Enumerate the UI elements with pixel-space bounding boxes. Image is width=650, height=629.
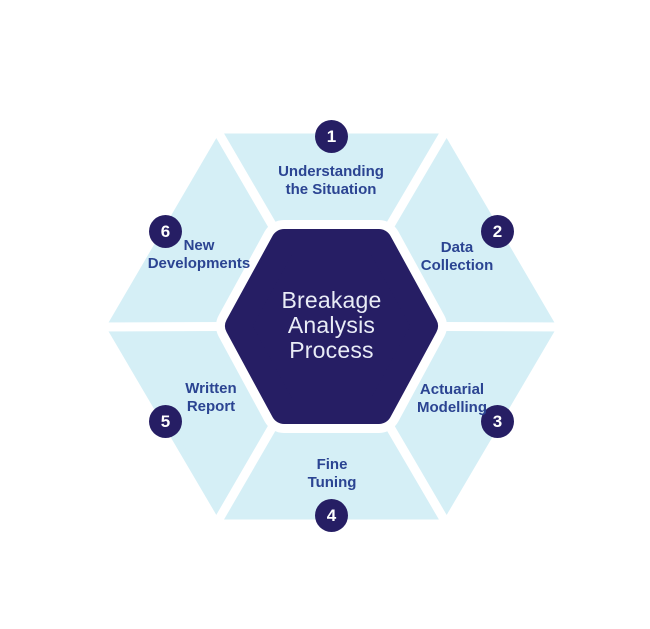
center-title: Breakage Analysis Process <box>221 288 442 363</box>
step-badge-6: 6 <box>149 215 182 248</box>
step-number-2: 2 <box>492 222 503 241</box>
step-number-6: 6 <box>160 222 171 241</box>
step-label-written-report: Written Report <box>185 380 237 415</box>
step-label-understanding-the-situation: Understanding the Situation <box>278 163 384 198</box>
step-number-1: 1 <box>326 127 337 146</box>
step-label-fine-tuning: Fine Tuning <box>307 456 357 491</box>
step-label-data-collection: Data Collection <box>420 239 494 274</box>
step-number-5: 5 <box>160 412 171 431</box>
step-badge-5: 5 <box>149 405 182 438</box>
step-badge-1: 1 <box>315 120 348 153</box>
step-label-actuarial-modelling: Actuarial Modelling <box>417 381 487 416</box>
step-number-3: 3 <box>492 412 503 431</box>
step-label-new-developments: New Developments <box>147 237 251 272</box>
step-badge-3: 3 <box>481 405 514 438</box>
center-title-line3: Process <box>289 337 374 363</box>
step-badge-2: 2 <box>481 215 514 248</box>
step-badge-4: 4 <box>315 499 348 532</box>
center-title-line2: Analysis <box>287 312 376 338</box>
step-number-4: 4 <box>326 506 337 525</box>
center-hexagon <box>225 229 438 424</box>
center-title-line1: Breakage <box>281 287 382 313</box>
